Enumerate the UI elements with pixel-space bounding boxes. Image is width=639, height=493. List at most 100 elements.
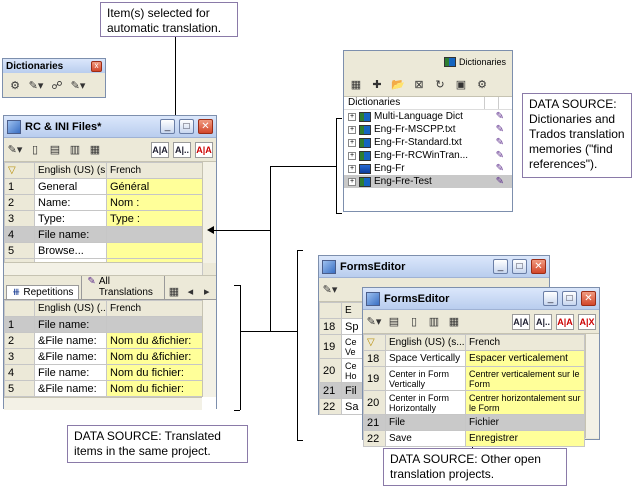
column-header-source[interactable]: English (US) (... xyxy=(34,300,107,317)
table-row[interactable]: 2 &File name: Nom du &fichier: xyxy=(4,332,203,349)
search-dictionary-icon[interactable]: ☍ xyxy=(51,79,63,92)
translate-dropdown-icon[interactable]: ✎▾ xyxy=(70,79,86,92)
expand-icon[interactable]: + xyxy=(348,138,356,147)
validate-icon[interactable]: ▥ xyxy=(428,316,440,328)
form-icon[interactable]: ▦ xyxy=(89,144,101,156)
font-c-icon[interactable]: A|A xyxy=(556,313,574,330)
remove-icon[interactable]: ⊠ xyxy=(414,79,424,91)
expand-icon[interactable]: + xyxy=(348,112,356,121)
translate-dropdown-icon[interactable]: ✎▾ xyxy=(322,284,338,296)
column-header-target[interactable]: French xyxy=(106,162,203,179)
dictionaries-toolbar-window: Dictionaries x ⚙ ✎▾ ☍ ✎▾ xyxy=(2,58,106,98)
properties-icon[interactable]: ⚙ xyxy=(477,79,487,91)
dictionary-item[interactable]: + Eng-Fr-RCWinTran... ✎ xyxy=(348,150,504,161)
tab-menu-icon[interactable]: ▦ xyxy=(168,285,180,298)
table-row[interactable]: 3 Type: Type : xyxy=(4,210,203,227)
callout-other-projects: DATA SOURCE: Other open translation proj… xyxy=(383,448,567,486)
close-icon[interactable]: x xyxy=(91,60,102,72)
pen-icon: ✎ xyxy=(495,150,504,161)
vertical-scrollbar[interactable] xyxy=(202,300,216,397)
dictionary-item[interactable]: + Eng-Fr-MSCPP.txt ✎ xyxy=(348,124,504,135)
table-row-selected[interactable]: 21 File Fichier xyxy=(363,414,585,431)
connector-line xyxy=(240,331,297,332)
expand-icon[interactable]: + xyxy=(348,177,356,186)
minimize-button[interactable]: _ xyxy=(543,291,558,306)
lookup-icon[interactable]: ⚙ xyxy=(10,79,20,92)
expand-icon[interactable]: + xyxy=(348,151,356,160)
table-row-selected[interactable]: 4 File name: xyxy=(4,226,203,243)
font-a-icon[interactable]: A|A xyxy=(151,141,169,158)
column-header-target[interactable]: French xyxy=(106,300,203,317)
font-c-icon[interactable]: A|A xyxy=(195,141,213,158)
document-icon[interactable]: ▤ xyxy=(388,316,400,328)
tab-repetitions[interactable]: ⧻ Repetitions xyxy=(6,285,80,299)
table-row[interactable]: 5 &File name: Nom du fichier: xyxy=(4,380,203,397)
dictionary-item[interactable]: + Multi-Language Dict ✎ xyxy=(348,111,504,122)
expand-icon[interactable]: + xyxy=(348,125,356,134)
dictionary-item[interactable]: + Eng-Fr ✎ xyxy=(348,163,504,174)
maximize-button[interactable]: □ xyxy=(562,291,577,306)
add-dictionary-icon[interactable]: ✚ xyxy=(372,79,382,91)
table-row[interactable]: 2 Name: Nom : xyxy=(4,194,203,211)
form-icon[interactable]: ▦ xyxy=(448,316,460,328)
refresh-icon[interactable]: ↻ xyxy=(435,79,445,91)
dictionaries-toolbar-title: Dictionaries xyxy=(6,60,64,72)
tab-scroll-left-icon[interactable]: ◂ xyxy=(187,285,194,298)
table-row[interactable]: 19 Center in Form Vertically Centrer ver… xyxy=(363,366,585,391)
page-icon[interactable]: ▯ xyxy=(410,316,418,328)
filter-icon[interactable]: ▽ xyxy=(4,162,35,179)
validate-icon[interactable]: ▥ xyxy=(69,144,81,156)
vertical-scrollbar[interactable] xyxy=(585,334,599,438)
close-button[interactable]: ✕ xyxy=(581,291,596,306)
document-icon[interactable]: ▤ xyxy=(49,144,61,156)
save-icon[interactable]: ▣ xyxy=(455,79,467,91)
find-references-icon[interactable]: ✎▾ xyxy=(28,79,44,92)
tab-all-translations[interactable]: ✎ All Translations xyxy=(81,274,165,299)
expand-icon[interactable]: + xyxy=(348,164,356,173)
close-button[interactable]: ✕ xyxy=(198,119,213,134)
vertical-scrollbar[interactable] xyxy=(202,162,216,263)
dictionaries-tab-label[interactable]: Dictionaries xyxy=(458,57,506,67)
page-icon[interactable]: ▯ xyxy=(31,144,39,156)
maximize-button[interactable]: □ xyxy=(179,119,194,134)
filter-icon[interactable]: ▽ xyxy=(363,334,386,351)
minimize-button[interactable]: _ xyxy=(493,259,508,274)
dictionary-icon[interactable]: ▦ xyxy=(350,79,362,91)
table-row[interactable]: 1 General Général xyxy=(4,178,203,195)
close-button[interactable]: ✕ xyxy=(531,259,546,274)
pen-icon: ✎ xyxy=(495,111,504,122)
table-row-selected[interactable]: 1 File name: xyxy=(4,316,203,333)
pen-icon: ✎ xyxy=(495,124,504,135)
table-row[interactable]: 5 Browse... xyxy=(4,242,203,259)
table-row[interactable]: 4 File name: Nom du fichier: xyxy=(4,364,203,381)
table-row[interactable]: 3 &File name: Nom du &fichier: xyxy=(4,348,203,365)
font-b-icon[interactable]: A|.. xyxy=(534,313,552,330)
maximize-button[interactable]: □ xyxy=(512,259,527,274)
translate-dropdown-icon[interactable]: ✎▾ xyxy=(366,316,382,328)
tab-scroll-right-icon[interactable]: ▸ xyxy=(204,285,210,298)
column-header-target[interactable]: French xyxy=(465,334,585,351)
app-icon xyxy=(366,291,380,306)
dictionary-item[interactable]: + Eng-Fr-Standard.txt ✎ xyxy=(348,137,504,148)
font-a-icon[interactable]: A|A xyxy=(512,313,530,330)
clear-icon[interactable]: A|X xyxy=(578,313,596,330)
table-row[interactable]: 20 Center in Form Horizontally Centrer h… xyxy=(363,390,585,415)
open-dictionary-icon[interactable]: 📂 xyxy=(391,79,405,91)
table-row[interactable]: 18 Space Vertically Espacer verticalemen… xyxy=(363,350,585,367)
horizontal-scrollbar[interactable] xyxy=(4,397,202,410)
font-b-icon[interactable]: A|.. xyxy=(173,141,191,158)
dictionary-item-selected[interactable]: + Eng-Fre-Test ✎ xyxy=(344,175,512,188)
column-header-source[interactable]: English (US) (s... xyxy=(385,334,466,351)
translate-dropdown-icon[interactable]: ✎▾ xyxy=(7,144,23,156)
horizontal-scrollbar[interactable] xyxy=(4,262,202,275)
table-row[interactable]: 22 Save Enregistrer xyxy=(363,430,585,447)
app-icon xyxy=(322,259,336,274)
minimize-button[interactable]: _ xyxy=(160,119,175,134)
column-header-source[interactable]: English (US) (s... xyxy=(34,162,107,179)
translation-grid: ▽ English (US) (s... French 1 General Gé… xyxy=(4,162,203,275)
